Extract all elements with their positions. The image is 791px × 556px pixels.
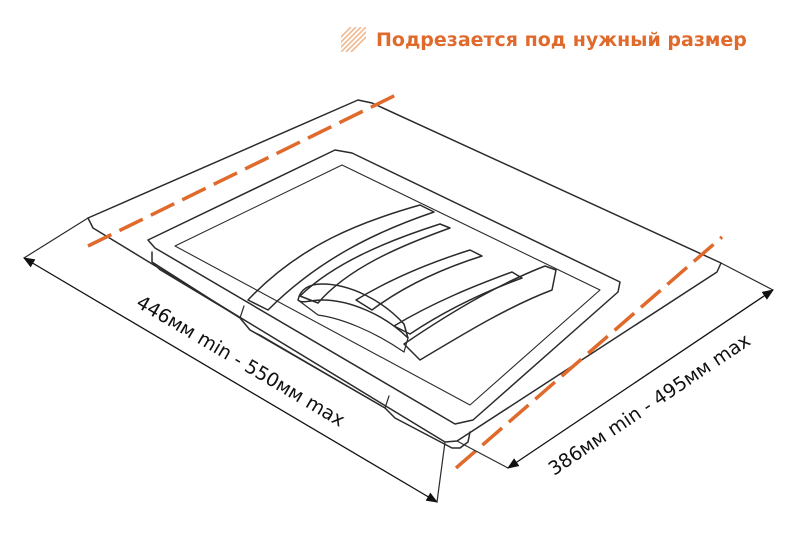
divider-3 [393, 271, 523, 335]
divider-4 [403, 265, 557, 361]
tray-outer-rim [87, 99, 722, 443]
spoon-rest [297, 283, 409, 339]
diagonal-hatch-swatch-icon [341, 27, 366, 52]
width-dimension-label: 446мм min - 550мм max [132, 291, 348, 431]
depth-dimension-line [507, 289, 774, 469]
width-dimension-line [22, 257, 439, 503]
legend: Подрезается под нужный размер [341, 27, 747, 52]
tray-inner-rim [147, 149, 621, 425]
curved-divider [247, 204, 435, 311]
cut-line-top [87, 90, 403, 248]
legend-text: Подрезается под нужный размер [376, 28, 747, 51]
depth-dimension-label: 386мм min - 495мм max [545, 329, 755, 480]
